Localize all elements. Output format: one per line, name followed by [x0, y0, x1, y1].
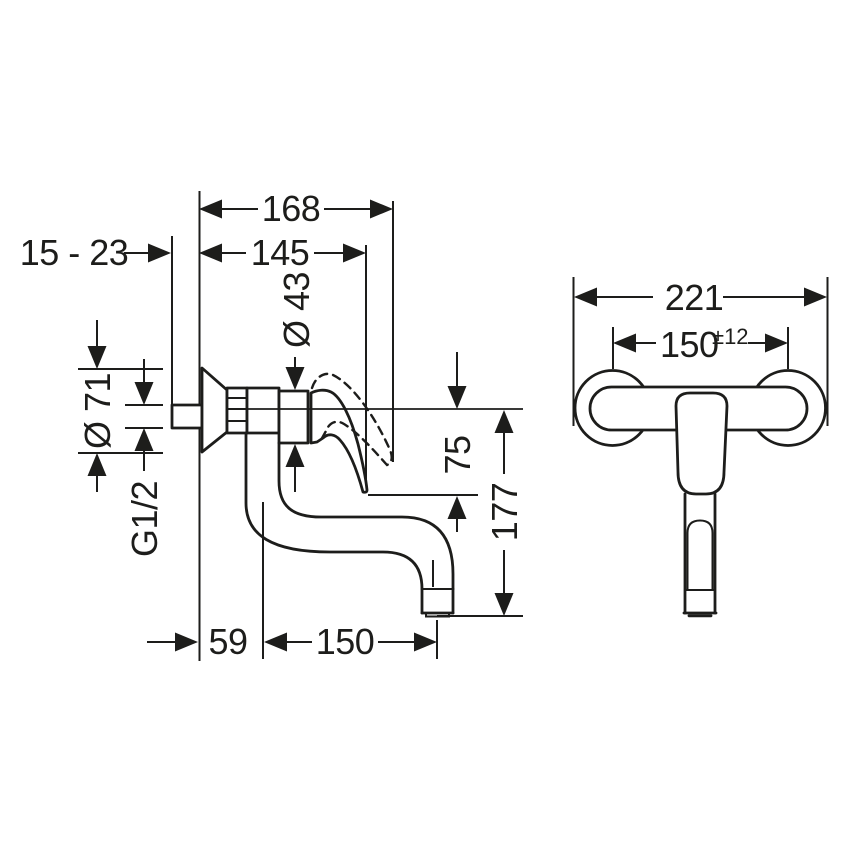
arrowhead-left [613, 333, 636, 353]
mounting-nut [225, 386, 249, 435]
side-view-faucet [170, 366, 523, 618]
dim-label-escutcheon-diameter: Ø 71 [77, 373, 118, 449]
arrowhead-up [447, 496, 467, 519]
dim-depth-overall: 168 [199, 188, 393, 229]
spout-front [682, 492, 718, 618]
dim-wall-to-spout-axis: 59 [147, 621, 248, 662]
side-view: 168 145 15 - 23 Ø 43 [20, 188, 525, 662]
dim-connection-centers: 150 ±12 [613, 324, 788, 365]
dim-handle-diameter: Ø 43 [276, 272, 317, 492]
dim-label-spout-reach: 150 [316, 621, 375, 662]
dim-connection-thread: G1/2 [124, 359, 165, 557]
arrowhead-right [370, 199, 393, 219]
arrowhead-right [414, 632, 437, 652]
dim-label-projection-range: 15 - 23 [20, 232, 129, 273]
dim-escutcheon-diameter: Ø 71 [77, 320, 118, 492]
dim-label-connection-tolerance: ±12 [712, 324, 749, 349]
dim-label-drop-handle: 75 [437, 435, 478, 474]
dim-label-depth-overall: 168 [262, 188, 321, 229]
arrowhead-right [765, 333, 788, 353]
arrowhead-right [148, 243, 171, 263]
arrowhead-down [447, 386, 467, 409]
dim-drop-handle: 75 [437, 352, 478, 532]
arrowhead-up [285, 444, 305, 467]
spout-outer-edge [244, 431, 424, 591]
front-view-dimensions: 221 150 ±12 [574, 277, 827, 365]
arrowhead-down [87, 346, 107, 369]
dim-overall-width: 221 [574, 277, 827, 318]
dim-label-connection-thread: G1/2 [124, 481, 165, 557]
dim-label-overall-width: 221 [665, 277, 724, 318]
mixer-body-front [674, 391, 729, 496]
side-view-dimensions: 168 145 15 - 23 Ø 43 [20, 188, 525, 662]
dim-depth-handle: 145 [199, 232, 366, 273]
lever-handle [309, 388, 369, 494]
arrowhead-up [494, 410, 514, 433]
arrowhead-left [574, 287, 597, 307]
dim-projection-range: 15 - 23 [20, 232, 171, 273]
arrowhead-down [134, 382, 154, 405]
dim-drop-outlet: 177 [484, 410, 525, 616]
arrowhead-right [175, 632, 198, 652]
dim-label-connection-centers: 150 [660, 324, 719, 365]
front-view-extension-lines [572, 277, 829, 426]
spout-inner-edge [277, 441, 455, 591]
dim-label-handle-diameter: Ø 43 [276, 272, 317, 348]
dim-label-wall-to-spout-axis: 59 [208, 621, 247, 662]
mixer-body [277, 389, 310, 445]
arrowhead-down [494, 593, 514, 616]
arrowhead-up [87, 453, 107, 476]
arrowhead-left [199, 199, 222, 219]
front-view-faucet [573, 369, 827, 618]
arrowhead-up [134, 428, 154, 451]
arrowhead-right [804, 287, 827, 307]
arrowhead-left [264, 632, 287, 652]
arrowhead-left [199, 243, 222, 263]
dim-spout-reach: 150 [264, 621, 437, 662]
dim-label-depth-handle: 145 [251, 232, 310, 273]
lever-handle-raised-outline [310, 372, 393, 467]
dim-label-drop-outlet: 177 [484, 483, 525, 542]
aerator-foot [425, 613, 450, 618]
escutcheon-cone [200, 366, 229, 454]
front-view: 221 150 ±12 [572, 277, 829, 618]
valve-body-cylinder [245, 386, 281, 435]
aerator [420, 560, 455, 618]
arrowhead-right [343, 243, 366, 263]
arrowhead-down [285, 367, 305, 390]
wall-union [170, 403, 204, 430]
spout-front-bend-silhouette [686, 519, 714, 590]
